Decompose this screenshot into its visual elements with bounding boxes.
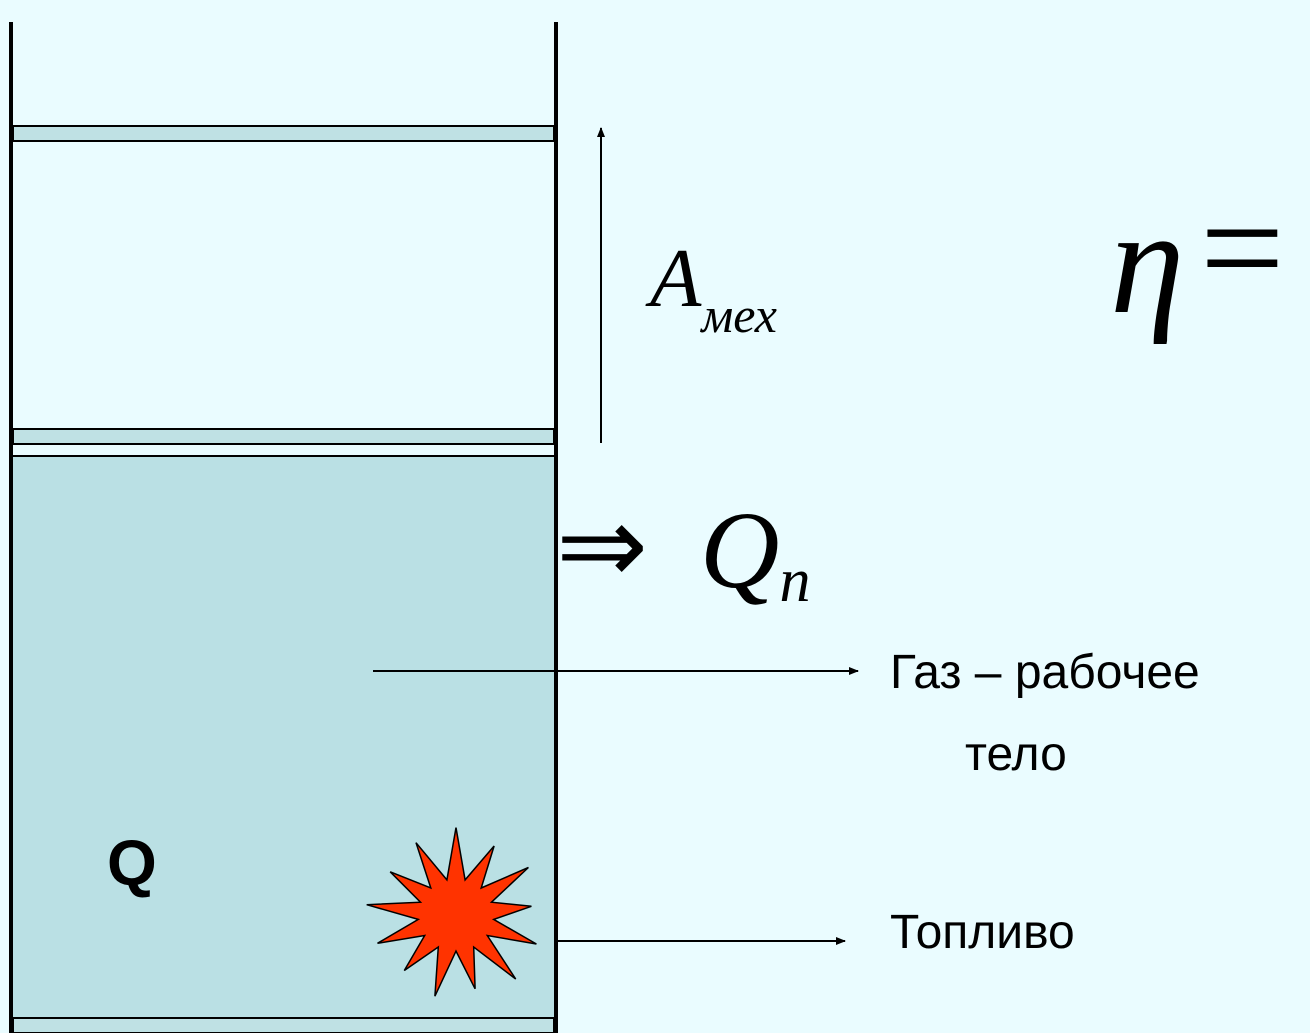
heat-loss-label: Qп bbox=[700, 489, 810, 615]
fuel-label: Топливо bbox=[890, 906, 1075, 959]
working-body-label-line1: Газ – рабочее bbox=[890, 646, 1200, 699]
piston-upper-position bbox=[12, 125, 555, 142]
working-body-label-line2: тело bbox=[965, 728, 1067, 781]
explosion-icon bbox=[366, 827, 537, 997]
cylinder-bottom bbox=[12, 1017, 555, 1033]
heat-label: Q bbox=[107, 827, 157, 899]
efficiency-symbol: η bbox=[1110, 179, 1184, 345]
piston-lower-position bbox=[12, 428, 555, 445]
work-label: Aмех bbox=[645, 232, 777, 343]
heat-loss-arrow-icon: ⇒ bbox=[556, 481, 648, 609]
equals-sign: = bbox=[1200, 165, 1285, 331]
